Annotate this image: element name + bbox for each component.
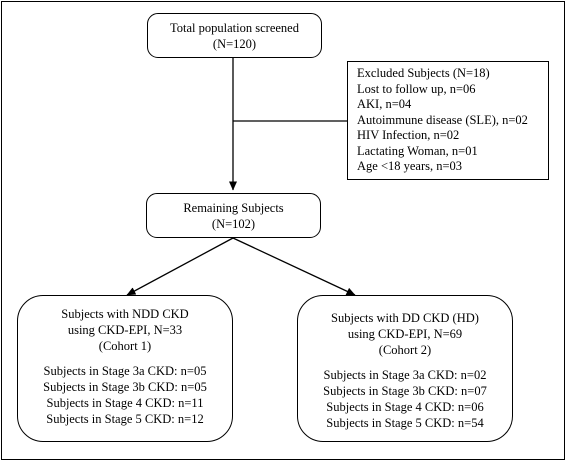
remaining-subjects-box: Remaining Subjects (N=102)	[146, 193, 321, 238]
cohort1-stage: Subjects in Stage 4 CKD: n=11	[46, 396, 204, 410]
excluded-subjects-box: Excluded Subjects (N=18) Lost to follow …	[347, 61, 549, 180]
total-population-box: Total population screened (N=120)	[147, 13, 322, 58]
cohort1-heading: Subjects with NDD CKD	[61, 307, 189, 321]
excluded-item: HIV Infection, n=02	[357, 128, 460, 142]
cohort1-box: Subjects with NDD CKD using CKD-EPI, N=3…	[17, 295, 233, 442]
cohort1-stage: Subjects in Stage 5 CKD: n=12	[46, 412, 204, 426]
cohort2-method: using CKD-EPI, N=69	[347, 327, 463, 341]
cohort1-stage: Subjects in Stage 3b CKD: n=05	[43, 380, 207, 394]
cohort1-stage: Subjects in Stage 3a CKD: n=05	[43, 364, 207, 378]
arrow-remaining-to-cohort2	[232, 237, 356, 296]
total-population-count: (N=120)	[212, 37, 257, 51]
cohort2-heading: Subjects with DD CKD (HD)	[331, 311, 479, 325]
excluded-item: Lost to follow up, n=06	[357, 81, 476, 96]
cohort2-stage: Subjects in Stage 5 CKD: n=54	[326, 416, 484, 430]
excluded-item: Age <18 years, n=03	[357, 159, 463, 173]
cohort1-label: (Cohort 1)	[98, 339, 152, 353]
cohort1-method: using CKD-EPI, N=33	[67, 323, 183, 337]
total-population-title: Total population screened	[170, 21, 299, 35]
excluded-item: Autoimmune disease (SLE), n=02	[357, 112, 528, 127]
remaining-title: Remaining Subjects	[183, 201, 284, 215]
cohort2-stage: Subjects in Stage 3a CKD: n=02	[323, 368, 487, 382]
excluded-item: AKI, n=04	[357, 97, 412, 111]
cohort2-stage: Subjects in Stage 3b CKD: n=07	[323, 384, 487, 398]
arrow-remaining-to-cohort1	[126, 237, 234, 296]
excluded-title: Excluded Subjects (N=18)	[357, 66, 490, 80]
cohort2-stage: Subjects in Stage 4 CKD: n=06	[326, 400, 484, 414]
cohort2-box: Subjects with DD CKD (HD) using CKD-EPI,…	[297, 295, 513, 442]
cohort2-label: (Cohort 2)	[378, 343, 432, 357]
remaining-count: (N=102)	[211, 217, 256, 231]
excluded-item: Lactating Woman, n=01	[357, 143, 478, 158]
